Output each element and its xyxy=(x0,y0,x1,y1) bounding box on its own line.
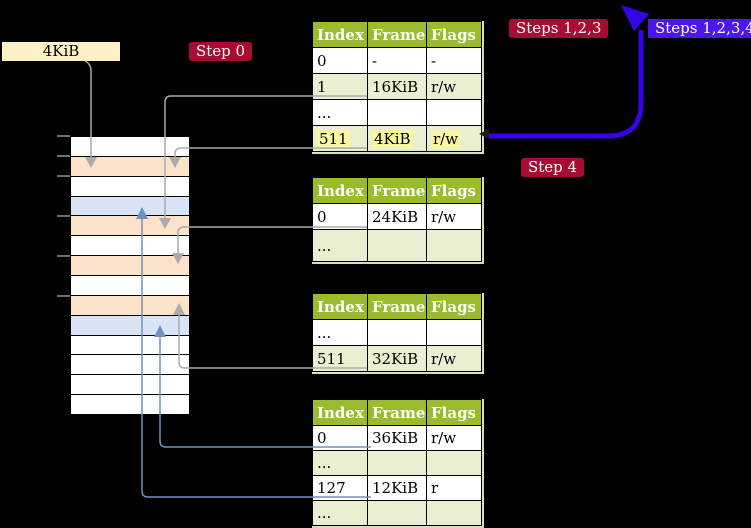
table-cell: ... xyxy=(312,450,368,476)
memory-frame-free xyxy=(71,276,189,296)
column-header: Frame xyxy=(367,293,427,320)
steps1234-badge: Steps 1,2,3,4 xyxy=(648,19,751,38)
arrowhead-up-left-icon xyxy=(621,5,649,31)
memory-frame-page-table xyxy=(71,295,189,316)
memory-strip xyxy=(70,136,190,415)
table-cell xyxy=(367,99,427,126)
table-cell: ... xyxy=(312,99,368,126)
memory-frame-free xyxy=(71,355,189,376)
table-cell: 4KiB xyxy=(367,125,427,152)
column-header: Flags xyxy=(426,21,482,48)
table-cell xyxy=(426,450,482,476)
table-row: 511 4KiB r/w xyxy=(312,125,482,152)
table-cell xyxy=(367,500,427,526)
column-header: Index xyxy=(312,21,368,48)
table-cell: 511 xyxy=(312,125,368,152)
table-row: ... xyxy=(312,450,482,476)
recursive-loop-arrow xyxy=(489,30,644,139)
table-cell: 16KiB xyxy=(367,73,427,100)
table-cell: r/w xyxy=(426,73,482,100)
step4-badge: Step 4 xyxy=(521,158,585,177)
highlighted-value: 4KiB xyxy=(372,129,413,148)
frame-4kib-label: 4KiB xyxy=(2,42,120,61)
memory-frame-free xyxy=(71,236,189,257)
memory-tick-marks xyxy=(57,135,70,297)
column-header: Flags xyxy=(426,399,482,426)
column-header: Frame xyxy=(367,177,427,204)
table-cell: ... xyxy=(312,319,368,346)
memory-frame-mapped-page xyxy=(71,315,189,336)
table-row: ... xyxy=(312,99,482,126)
column-header: Flags xyxy=(426,293,482,320)
table-cell xyxy=(367,450,427,476)
table-cell: - xyxy=(426,47,482,74)
table-cell xyxy=(367,229,427,262)
column-header: Index xyxy=(312,177,368,204)
highlighted-value: 511 xyxy=(317,129,350,148)
highlighted-value: r/w xyxy=(431,129,461,148)
table-cell: - xyxy=(367,47,427,74)
memory-frame-mapped-page xyxy=(71,196,189,217)
table-cell: r/w xyxy=(426,425,482,451)
table-cell: ... xyxy=(312,500,368,526)
table-cell: ... xyxy=(312,229,368,262)
memory-frame-free xyxy=(71,375,189,396)
table-cell: r/w xyxy=(426,125,482,152)
table-cell: 12KiB xyxy=(367,475,427,501)
table-cell: 0 xyxy=(312,425,368,451)
table-cell xyxy=(426,500,482,526)
table-cell: 511 xyxy=(312,345,368,372)
memory-frame-free xyxy=(71,395,189,415)
table-row: ... xyxy=(312,500,482,526)
table-cell xyxy=(426,229,482,262)
table-cell: 32KiB xyxy=(367,345,427,372)
table-cell: 0 xyxy=(312,203,368,230)
memory-frame-free xyxy=(71,137,189,157)
memory-frame-free xyxy=(71,176,189,197)
memory-frame-free xyxy=(71,335,189,356)
table-cell: 24KiB xyxy=(367,203,427,230)
memory-frame-page-table xyxy=(71,156,189,177)
column-header: Frame xyxy=(367,399,427,426)
memory-frame-page-table xyxy=(71,216,189,237)
table-cell: r xyxy=(426,475,482,501)
table-row: ... xyxy=(312,319,482,346)
column-header: Frame xyxy=(367,21,427,48)
table-row: 0-- xyxy=(312,47,482,74)
table-cell xyxy=(367,319,427,346)
table-cell xyxy=(426,99,482,126)
table-row: ... xyxy=(312,229,482,262)
column-header: Flags xyxy=(426,177,482,204)
table-cell xyxy=(426,319,482,346)
table-cell: 36KiB xyxy=(367,425,427,451)
table-cell: r/w xyxy=(426,345,482,372)
table-cell: 0 xyxy=(312,47,368,74)
table-cell: 1 xyxy=(312,73,368,100)
column-header: Index xyxy=(312,293,368,320)
table-cell: r/w xyxy=(426,203,482,230)
memory-frame-page-table xyxy=(71,256,189,277)
steps123-badge: Steps 1,2,3 xyxy=(509,19,609,38)
step0-badge: Step 0 xyxy=(189,42,253,61)
table-cell: 127 xyxy=(312,475,368,501)
column-header: Index xyxy=(312,399,368,426)
